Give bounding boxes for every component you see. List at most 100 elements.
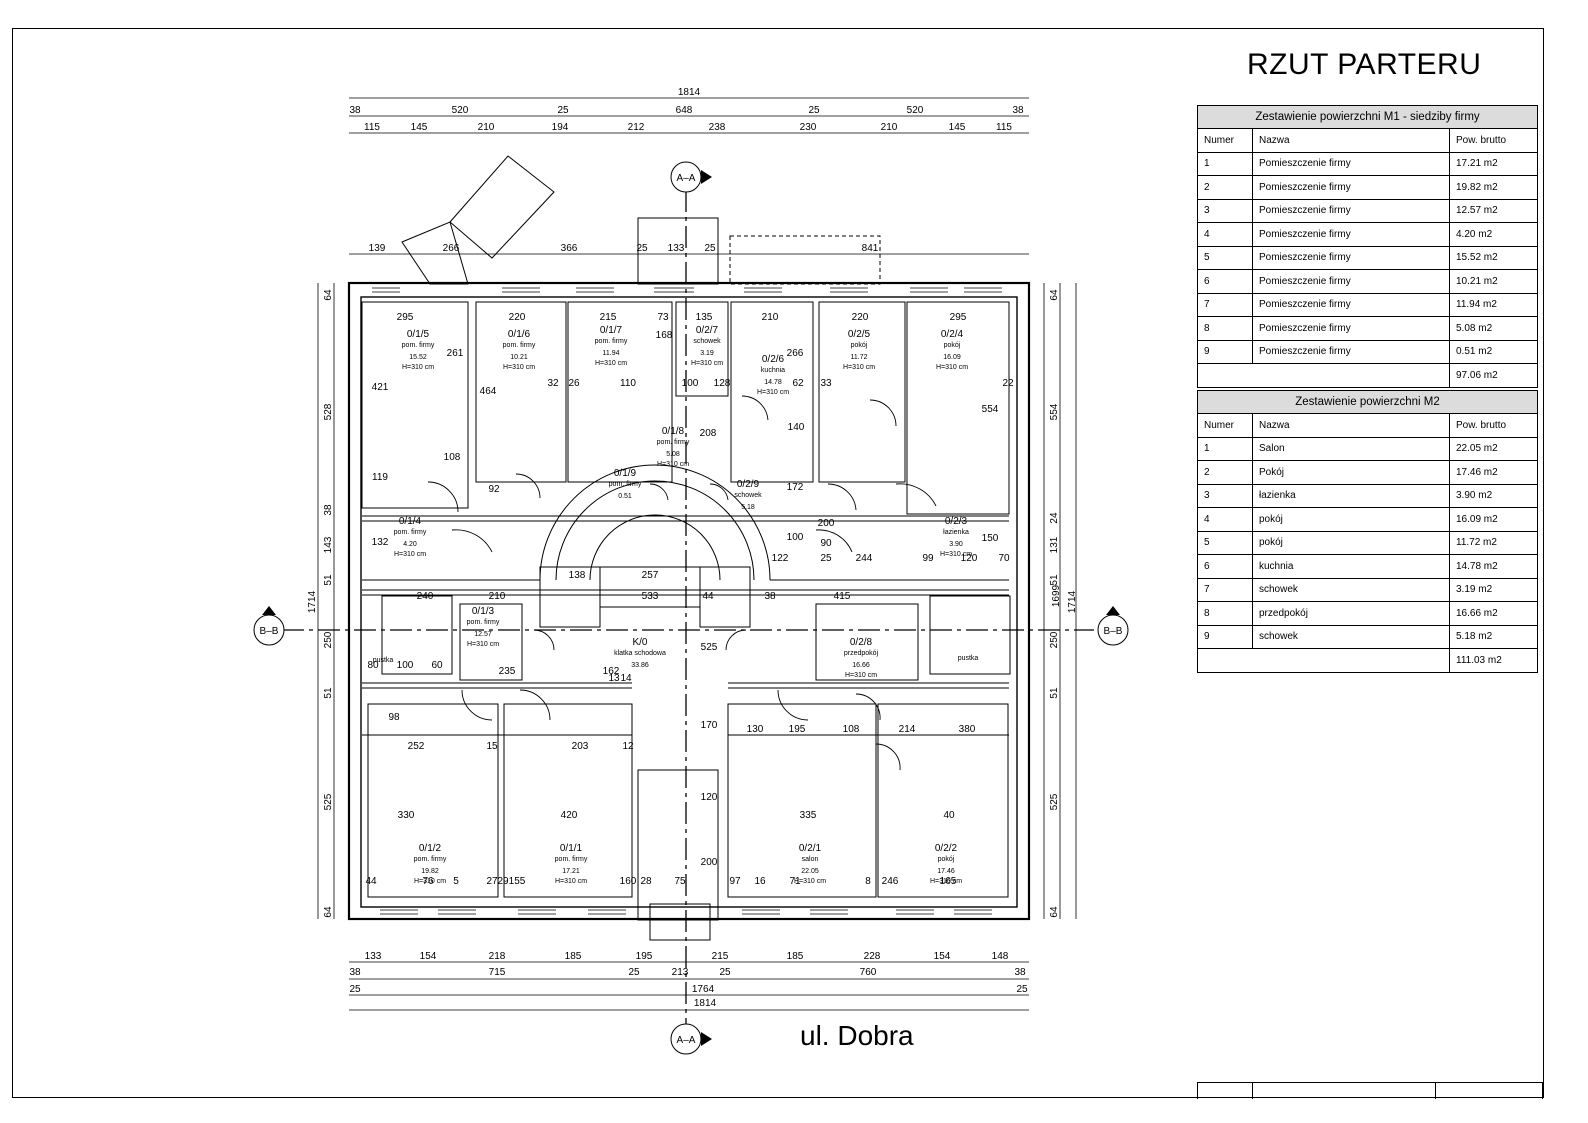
table-cell: Pomieszczenie firmy <box>1252 339 1450 364</box>
dimension-label: 195 <box>789 724 806 735</box>
room-area: 33.86 <box>631 662 649 669</box>
dimension-label: 194 <box>552 122 569 133</box>
room-name: schowek <box>693 338 721 345</box>
room-name: pom. firmy <box>467 619 500 626</box>
room-area: 4.20 <box>403 541 417 548</box>
room-name: przedpokój <box>844 650 879 657</box>
room-area: 3.90 <box>949 541 963 548</box>
dimension-label: 115 <box>364 122 380 133</box>
room-height: H=310 cm <box>936 364 968 371</box>
dimension-label: 140 <box>788 422 805 433</box>
dimension-label: 44 <box>702 591 714 602</box>
room-height: H=310 cm <box>402 364 434 371</box>
table-cell: 10.21 m2 <box>1449 269 1538 294</box>
column-header: Nazwa <box>1252 413 1450 438</box>
dimension-label: 1714 <box>307 590 318 613</box>
table-total: 111.03 m2 <box>1449 648 1538 673</box>
dimension-label: 246 <box>882 876 899 887</box>
table-cell: 17.46 m2 <box>1449 460 1538 485</box>
room-area: 0.51 <box>618 493 632 500</box>
dimension-label: 1814 <box>678 87 701 98</box>
room-name: pom. firmy <box>503 342 536 349</box>
dimension-label: 215 <box>712 951 729 962</box>
dimension-label: 25 <box>719 967 731 978</box>
dimension-label: 115 <box>996 122 1012 133</box>
dimension-label: 528 <box>323 403 334 420</box>
table-cell: 2 <box>1197 175 1253 200</box>
dimension-label: 25 <box>704 243 716 254</box>
table-cell: schowek <box>1252 577 1450 602</box>
table-cell: 3 <box>1197 483 1253 508</box>
table-cell: 19.82 m2 <box>1449 175 1538 200</box>
table-cell: Pomieszczenie firmy <box>1252 198 1450 223</box>
dimension-label: 27 <box>486 876 498 887</box>
room-number: 0/1/7 <box>600 325 623 336</box>
dimension-label: 51 <box>1049 574 1060 586</box>
room-number: 0/1/6 <box>508 329 531 340</box>
dimension-label: 172 <box>787 482 804 493</box>
room-height: H=310 cm <box>794 878 826 885</box>
table-cell: 3 <box>1197 198 1253 223</box>
dimension-label: 38 <box>349 967 361 978</box>
table-total-row: 111.03 m2 <box>1197 648 1538 673</box>
room-name: łazienka <box>943 529 969 536</box>
table-cell: Pomieszczenie firmy <box>1252 292 1450 317</box>
table-cell: 5 <box>1197 245 1253 270</box>
table-header-row: Numer Nazwa Pow. brutto <box>1197 413 1538 438</box>
area-table-m1: Zestawienie powierzchni M1 - siedziby fi… <box>1197 105 1538 388</box>
dimension-label: 44 <box>365 876 377 887</box>
room-number: K/0 <box>632 637 647 648</box>
dimension-label: 71 <box>789 876 801 887</box>
table-cell: schowek <box>1252 624 1450 649</box>
dimension-label: 145 <box>411 122 428 133</box>
dimension-label: 238 <box>709 122 726 133</box>
dimension-label: 554 <box>982 404 999 415</box>
dimension-label: 133 <box>365 951 382 962</box>
title-block-line <box>1197 1082 1543 1099</box>
dimension-label: 15 <box>486 741 498 752</box>
dimension-label: 90 <box>820 538 832 549</box>
dimension-label: 70 <box>998 553 1010 564</box>
dimension-label: 203 <box>572 741 589 752</box>
table-cell: 9 <box>1197 339 1253 364</box>
table-cell: 2 <box>1197 460 1253 485</box>
dimension-label: 208 <box>700 428 717 439</box>
column-header: Pow. brutto <box>1449 128 1538 153</box>
room-area: 3.19 <box>700 350 714 357</box>
dimension-label: 62 <box>792 378 804 389</box>
dimension-label: 533 <box>642 591 659 602</box>
column-header: Numer <box>1197 128 1253 153</box>
table-cell: Salon <box>1252 436 1450 461</box>
dimension-label: 240 <box>417 591 434 602</box>
dimension-label: 525 <box>701 642 718 653</box>
dimension-label: 25 <box>808 105 820 116</box>
section-marker-b-left: B–B <box>253 606 285 646</box>
table-cell: 6 <box>1197 269 1253 294</box>
dimension-label: 230 <box>800 122 817 133</box>
room-number: 0/1/1 <box>560 843 583 854</box>
dimension-label: 38 <box>764 591 776 602</box>
dimension-label: 210 <box>489 591 506 602</box>
room-number: 0/2/1 <box>799 843 822 854</box>
dimension-label: 165 <box>940 876 957 887</box>
column-header: Pow. brutto <box>1449 413 1538 438</box>
room-number: 0/1/2 <box>419 843 442 854</box>
dimension-label: 100 <box>787 532 804 543</box>
dimension-label: 100 <box>397 660 414 671</box>
room-number: 0/2/3 <box>945 516 968 527</box>
dimension-label: 257 <box>642 570 659 581</box>
table-cell: 4 <box>1197 222 1253 247</box>
dimension-label: 212 <box>628 122 645 133</box>
